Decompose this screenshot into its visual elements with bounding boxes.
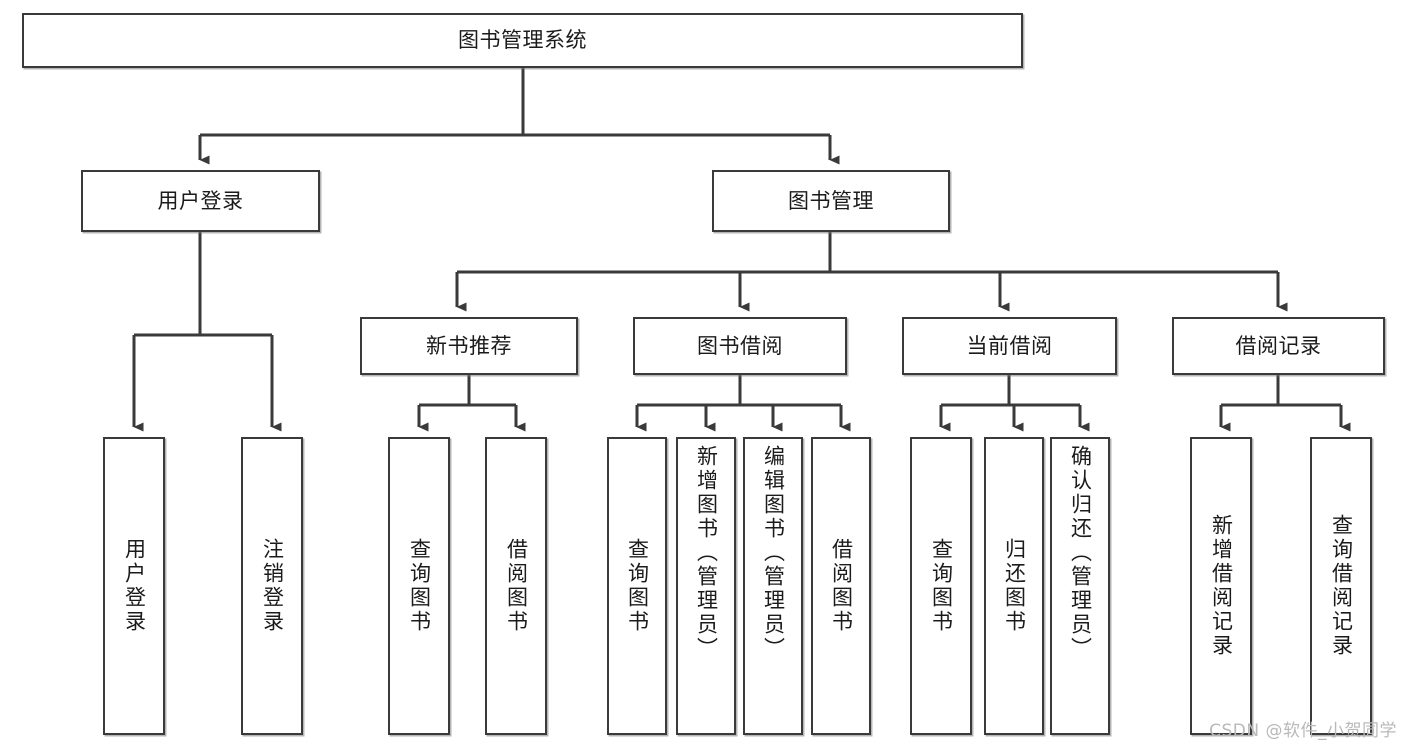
node-label: 借阅图书 [829,538,854,634]
node-leaf-user-login[interactable]: 用户登录 [103,437,165,735]
node-user-login[interactable]: 用户登录 [81,170,320,232]
node-label: 查询图书 [625,538,650,634]
node-label: 用户登录 [157,188,244,213]
node-borrow-record[interactable]: 借阅记录 [1172,317,1385,375]
node-label: 新增图书（管理员） [694,445,719,661]
node-book-borrow[interactable]: 图书借阅 [633,317,847,375]
node-new-book-recommend[interactable]: 新书推荐 [360,317,578,375]
node-label: 图书管理 [788,188,874,213]
node-label: 确认归还（管理员） [1068,445,1093,661]
node-leaf-query-book-1[interactable]: 查询图书 [388,437,450,735]
node-label: 借阅记录 [1235,333,1322,358]
watermark-text: CSDN @软件_小贺同学 [1209,721,1397,741]
node-leaf-add-book[interactable]: 新增图书（管理员） [676,437,736,735]
node-leaf-borrow-book-1[interactable]: 借阅图书 [485,437,547,735]
node-leaf-query-borrow-record[interactable]: 查询借阅记录 [1310,437,1372,735]
node-leaf-edit-book[interactable]: 编辑图书（管理员） [743,437,803,735]
node-label: 归还图书 [1002,538,1027,634]
node-label: 当前借阅 [966,333,1053,358]
node-label: 查询借阅记录 [1329,514,1354,658]
node-leaf-return-book[interactable]: 归还图书 [984,437,1044,735]
node-leaf-logout[interactable]: 注销登录 [241,437,303,735]
node-leaf-borrow-book-2[interactable]: 借阅图书 [811,437,871,735]
node-leaf-confirm-return[interactable]: 确认归还（管理员） [1050,437,1110,735]
node-label: 新书推荐 [426,333,512,358]
node-label: 用户登录 [122,538,147,634]
node-label: 注销登录 [260,538,285,634]
node-label: 图书借阅 [697,333,783,358]
node-system-title[interactable]: 图书管理系统 [22,13,1023,68]
node-label: 查询图书 [407,538,432,634]
node-label: 新增借阅记录 [1209,514,1234,658]
node-leaf-query-book-2[interactable]: 查询图书 [607,437,667,735]
node-leaf-query-book-3[interactable]: 查询图书 [910,437,972,735]
node-book-management[interactable]: 图书管理 [712,170,950,232]
node-leaf-add-borrow-record[interactable]: 新增借阅记录 [1190,437,1252,735]
node-current-borrow[interactable]: 当前借阅 [902,317,1117,375]
node-label: 编辑图书（管理员） [761,445,786,661]
node-label: 借阅图书 [504,538,529,634]
node-label: 查询图书 [929,538,954,634]
node-label: 图书管理系统 [458,28,587,53]
